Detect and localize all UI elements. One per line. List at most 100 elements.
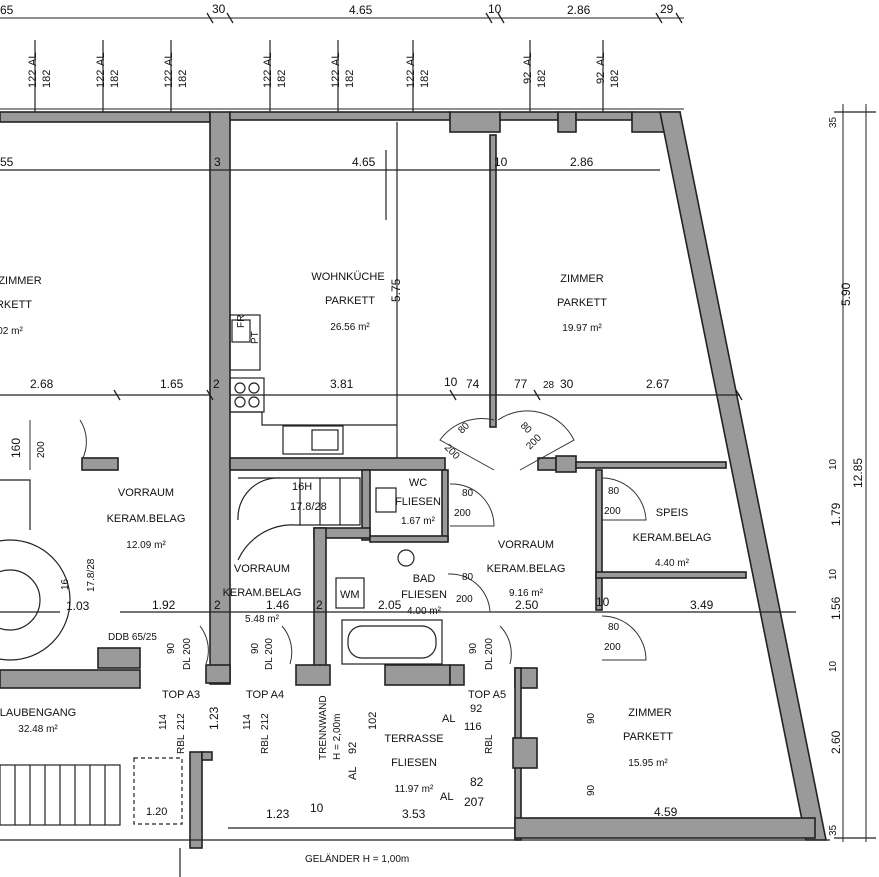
svg-text:92: 92 bbox=[595, 72, 607, 84]
room-vorraum-mid: VORRAUM KERAM.BELAG 9.16 m² bbox=[487, 539, 566, 599]
svg-text:200: 200 bbox=[456, 594, 473, 605]
svg-text:92: 92 bbox=[522, 72, 534, 84]
trennwand: TRENNWAND H = 2,00m 92 AL 102 bbox=[318, 695, 379, 780]
svg-text:KERAM.BELAG: KERAM.BELAG bbox=[223, 587, 302, 599]
svg-text:TERRASSE: TERRASSE bbox=[384, 733, 443, 745]
svg-text:AL: AL bbox=[405, 53, 417, 66]
svg-text:AL: AL bbox=[595, 53, 607, 66]
svg-text:DL 200: DL 200 bbox=[484, 638, 495, 670]
svg-text:1.67 m²: 1.67 m² bbox=[401, 516, 436, 527]
svg-text:AL: AL bbox=[163, 53, 175, 66]
svg-text:WOHNKÜCHE: WOHNKÜCHE bbox=[311, 271, 384, 283]
room-wohnkueche: WOHNKÜCHE PARKETT 26.56 m² bbox=[311, 271, 384, 333]
row-dims: 2.68 1.65 2 3.81 10 74 77 28 30 2.67 bbox=[30, 375, 743, 401]
svg-text:VORRAUM: VORRAUM bbox=[234, 563, 290, 575]
inner-dim-286: 2.86 bbox=[570, 155, 594, 169]
door-markers: 90 DL 200 90 DL 200 90 DL 200 bbox=[166, 625, 512, 670]
svg-text:2.50: 2.50 bbox=[515, 598, 539, 612]
svg-text:2.67: 2.67 bbox=[646, 377, 670, 391]
svg-text:PARKETT: PARKETT bbox=[325, 295, 375, 307]
inner-dim-3: 3 bbox=[214, 155, 221, 169]
top-dim-286: 2.86 bbox=[567, 3, 591, 17]
right-dims: 35 5.90 12.85 10 1.79 10 1.56 10 2.60 35 bbox=[828, 104, 876, 842]
inner-dim-575: 5.75 bbox=[389, 278, 403, 302]
svg-text:PARKETT: PARKETT bbox=[623, 731, 673, 743]
svg-text:AL: AL bbox=[330, 53, 342, 66]
room-zimmer-right: ZIMMER PARKETT 19.97 m² bbox=[557, 273, 607, 334]
svg-text:TOP A4: TOP A4 bbox=[246, 689, 284, 701]
svg-text:02 m²: 02 m² bbox=[0, 326, 23, 337]
svg-text:RKETT: RKETT bbox=[0, 299, 32, 311]
svg-text:92: 92 bbox=[470, 703, 482, 715]
window-labels: 122 AL 182 122 AL 182 122 AL 182 122 AL … bbox=[27, 53, 621, 88]
inner-dim-10: 10 bbox=[494, 155, 508, 169]
svg-text:DL 200: DL 200 bbox=[182, 638, 193, 670]
svg-text:207: 207 bbox=[464, 795, 484, 809]
svg-text:1.03: 1.03 bbox=[66, 599, 90, 613]
svg-text:80: 80 bbox=[518, 420, 534, 436]
svg-text:16: 16 bbox=[60, 578, 71, 590]
svg-text:AL: AL bbox=[95, 53, 107, 66]
svg-text:4.59: 4.59 bbox=[654, 805, 678, 819]
inner-dim-55: 55 bbox=[0, 155, 14, 169]
svg-text:SPEIS: SPEIS bbox=[656, 507, 688, 519]
svg-text:RBL: RBL bbox=[484, 734, 495, 754]
svg-text:92: 92 bbox=[347, 742, 359, 754]
svg-text:200: 200 bbox=[604, 642, 621, 653]
svg-text:122: 122 bbox=[163, 70, 175, 88]
svg-text:2: 2 bbox=[213, 377, 220, 391]
svg-text:12.09 m²: 12.09 m² bbox=[126, 540, 166, 551]
svg-text:VORRAUM: VORRAUM bbox=[498, 539, 554, 551]
walls bbox=[0, 111, 827, 849]
svg-text:77: 77 bbox=[514, 377, 528, 391]
top-dim-10: 10 bbox=[488, 2, 502, 16]
svg-text:BAD: BAD bbox=[413, 573, 436, 585]
top-dim-465: 4.65 bbox=[349, 3, 373, 17]
svg-text:182: 182 bbox=[177, 70, 189, 88]
svg-text:12.85: 12.85 bbox=[851, 458, 865, 488]
svg-text:LAUBENGANG: LAUBENGANG bbox=[0, 707, 76, 719]
svg-text:212: 212 bbox=[260, 713, 271, 730]
svg-text:4.40 m²: 4.40 m² bbox=[655, 558, 690, 569]
svg-text:30: 30 bbox=[560, 377, 574, 391]
svg-text:200: 200 bbox=[604, 506, 621, 517]
room-zimmer-left: ZIMMER RKETT 02 m² bbox=[0, 275, 42, 337]
svg-text:10: 10 bbox=[310, 801, 324, 815]
svg-text:TOP A3: TOP A3 bbox=[162, 689, 200, 701]
svg-text:H = 2,00m: H = 2,00m bbox=[332, 714, 343, 760]
svg-text:2.68: 2.68 bbox=[30, 377, 54, 391]
room-terrasse: TERRASSE FLIESEN 11.97 m² AL 92 116 AL 8… bbox=[384, 703, 484, 809]
svg-text:182: 182 bbox=[109, 70, 121, 88]
svg-text:182: 182 bbox=[276, 70, 288, 88]
svg-text:182: 182 bbox=[344, 70, 356, 88]
svg-text:90: 90 bbox=[586, 784, 597, 796]
top-dimension-line: 65 30 4.65 10 2.86 29 bbox=[0, 2, 684, 24]
central-stair: 16H 17.8/28 bbox=[237, 477, 361, 561]
svg-text:122: 122 bbox=[95, 70, 107, 88]
inner-dim-465: 4.65 bbox=[352, 155, 376, 169]
svg-text:160: 160 bbox=[9, 438, 23, 458]
window-axis-lines bbox=[0, 40, 684, 118]
svg-text:80: 80 bbox=[608, 622, 620, 633]
svg-text:80: 80 bbox=[456, 420, 472, 436]
svg-text:FLIESEN: FLIESEN bbox=[401, 589, 447, 601]
inner-top-dims: 55 3 4.65 10 2.86 5.75 bbox=[0, 155, 594, 302]
svg-text:2.60: 2.60 bbox=[829, 730, 843, 754]
svg-text:182: 182 bbox=[609, 70, 621, 88]
svg-text:15.95 m²: 15.95 m² bbox=[628, 758, 668, 769]
left-stair-area: 160 200 16 17.8/28 1.03 bbox=[0, 438, 97, 661]
svg-text:WM: WM bbox=[340, 589, 360, 601]
svg-text:82: 82 bbox=[470, 775, 484, 789]
room-laubengang: LAUBENGANG 32.48 m² bbox=[0, 707, 76, 735]
room-wc: WC FLIESEN 1.67 m² 80 200 bbox=[375, 477, 495, 527]
svg-text:114: 114 bbox=[158, 714, 169, 730]
svg-text:1.56: 1.56 bbox=[829, 596, 843, 620]
svg-text:114: 114 bbox=[242, 714, 253, 730]
svg-text:182: 182 bbox=[419, 70, 431, 88]
window-label-6: 122 AL 182 bbox=[405, 53, 431, 88]
room-vorraum-left: VORRAUM KERAM.BELAG 12.09 m² bbox=[107, 487, 186, 551]
svg-text:2: 2 bbox=[214, 598, 221, 612]
svg-text:122: 122 bbox=[330, 70, 342, 88]
svg-text:10: 10 bbox=[828, 568, 839, 580]
svg-text:212: 212 bbox=[176, 713, 187, 730]
